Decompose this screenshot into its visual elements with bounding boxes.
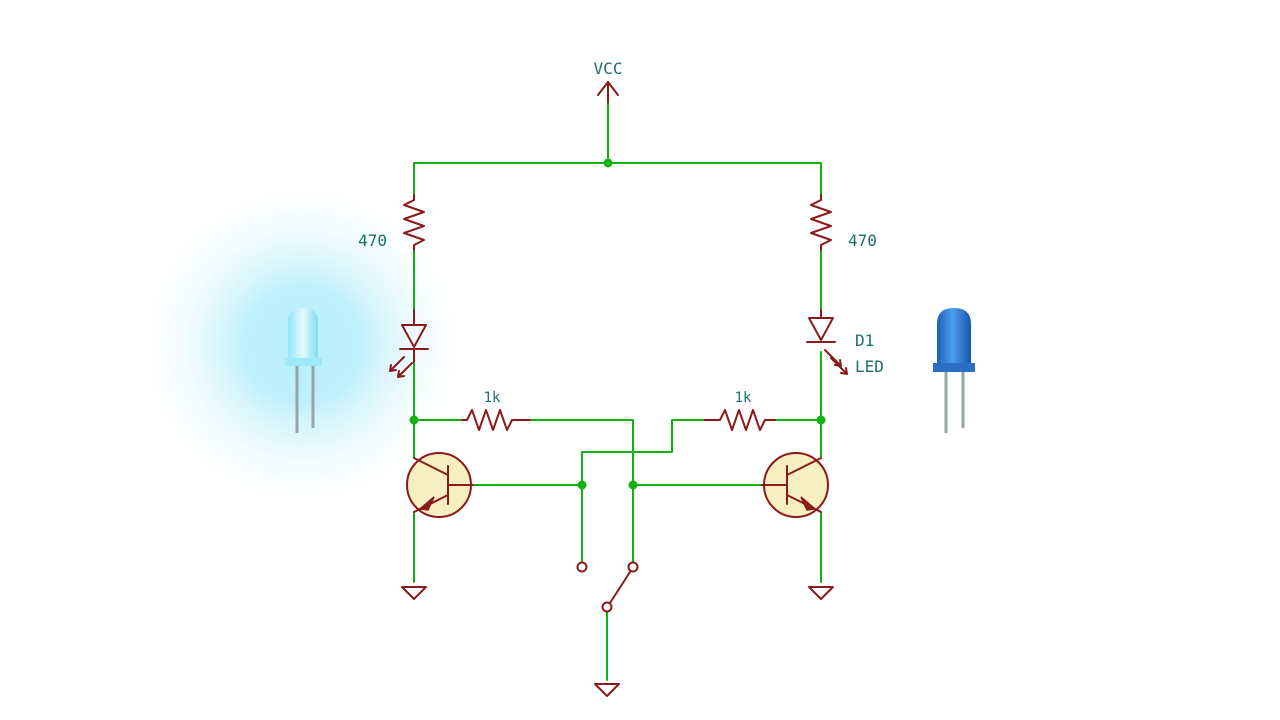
right-led-photo-off: [933, 308, 975, 433]
resistor-right-470: 470: [810, 194, 877, 251]
resistor-left-value: 470: [358, 231, 387, 250]
transistor-right: [761, 452, 829, 518]
led-right-value: LED: [855, 357, 884, 376]
switch-contact-left: [576, 561, 588, 573]
junctions: [409, 158, 826, 490]
led-symbol-right: D1 LED: [806, 309, 884, 376]
vcc-label: VCC: [594, 59, 623, 78]
resistor-right-value: 470: [848, 231, 877, 250]
ground-left: [401, 586, 427, 600]
junction-left-collector: [409, 415, 419, 425]
switch-common: [601, 601, 613, 613]
junction-vcc: [603, 158, 613, 168]
led-body: [288, 308, 318, 360]
resistor-left-470: 470: [358, 194, 425, 251]
left-led-photo-lit: [132, 175, 472, 515]
emitter-arrow: [800, 496, 817, 511]
ground-right: [808, 586, 834, 600]
transistor-left: [406, 452, 474, 518]
resistor-base-right-1k: 1k: [704, 390, 776, 431]
switch-contact-right: [627, 561, 639, 573]
junction-right-collector: [816, 415, 826, 425]
wires: [413, 103, 822, 681]
resistor-base-left-value: 1k: [484, 390, 501, 406]
spdt-switch: [576, 561, 639, 613]
junction-left-base: [577, 480, 587, 490]
emitter-arrow: [418, 496, 435, 511]
led-flange: [933, 363, 975, 372]
resistor-base-left-1k: 1k: [461, 390, 531, 431]
led-body: [937, 308, 971, 364]
resistor-base-right-value: 1k: [735, 390, 752, 406]
led-flange: [285, 358, 322, 366]
led-symbol-left: [389, 309, 429, 378]
switch-lever: [609, 571, 631, 604]
vcc-symbol: VCC: [594, 59, 623, 105]
junction-right-base: [628, 480, 638, 490]
ground-switch: [594, 683, 620, 697]
led-right-ref: D1: [855, 331, 874, 350]
